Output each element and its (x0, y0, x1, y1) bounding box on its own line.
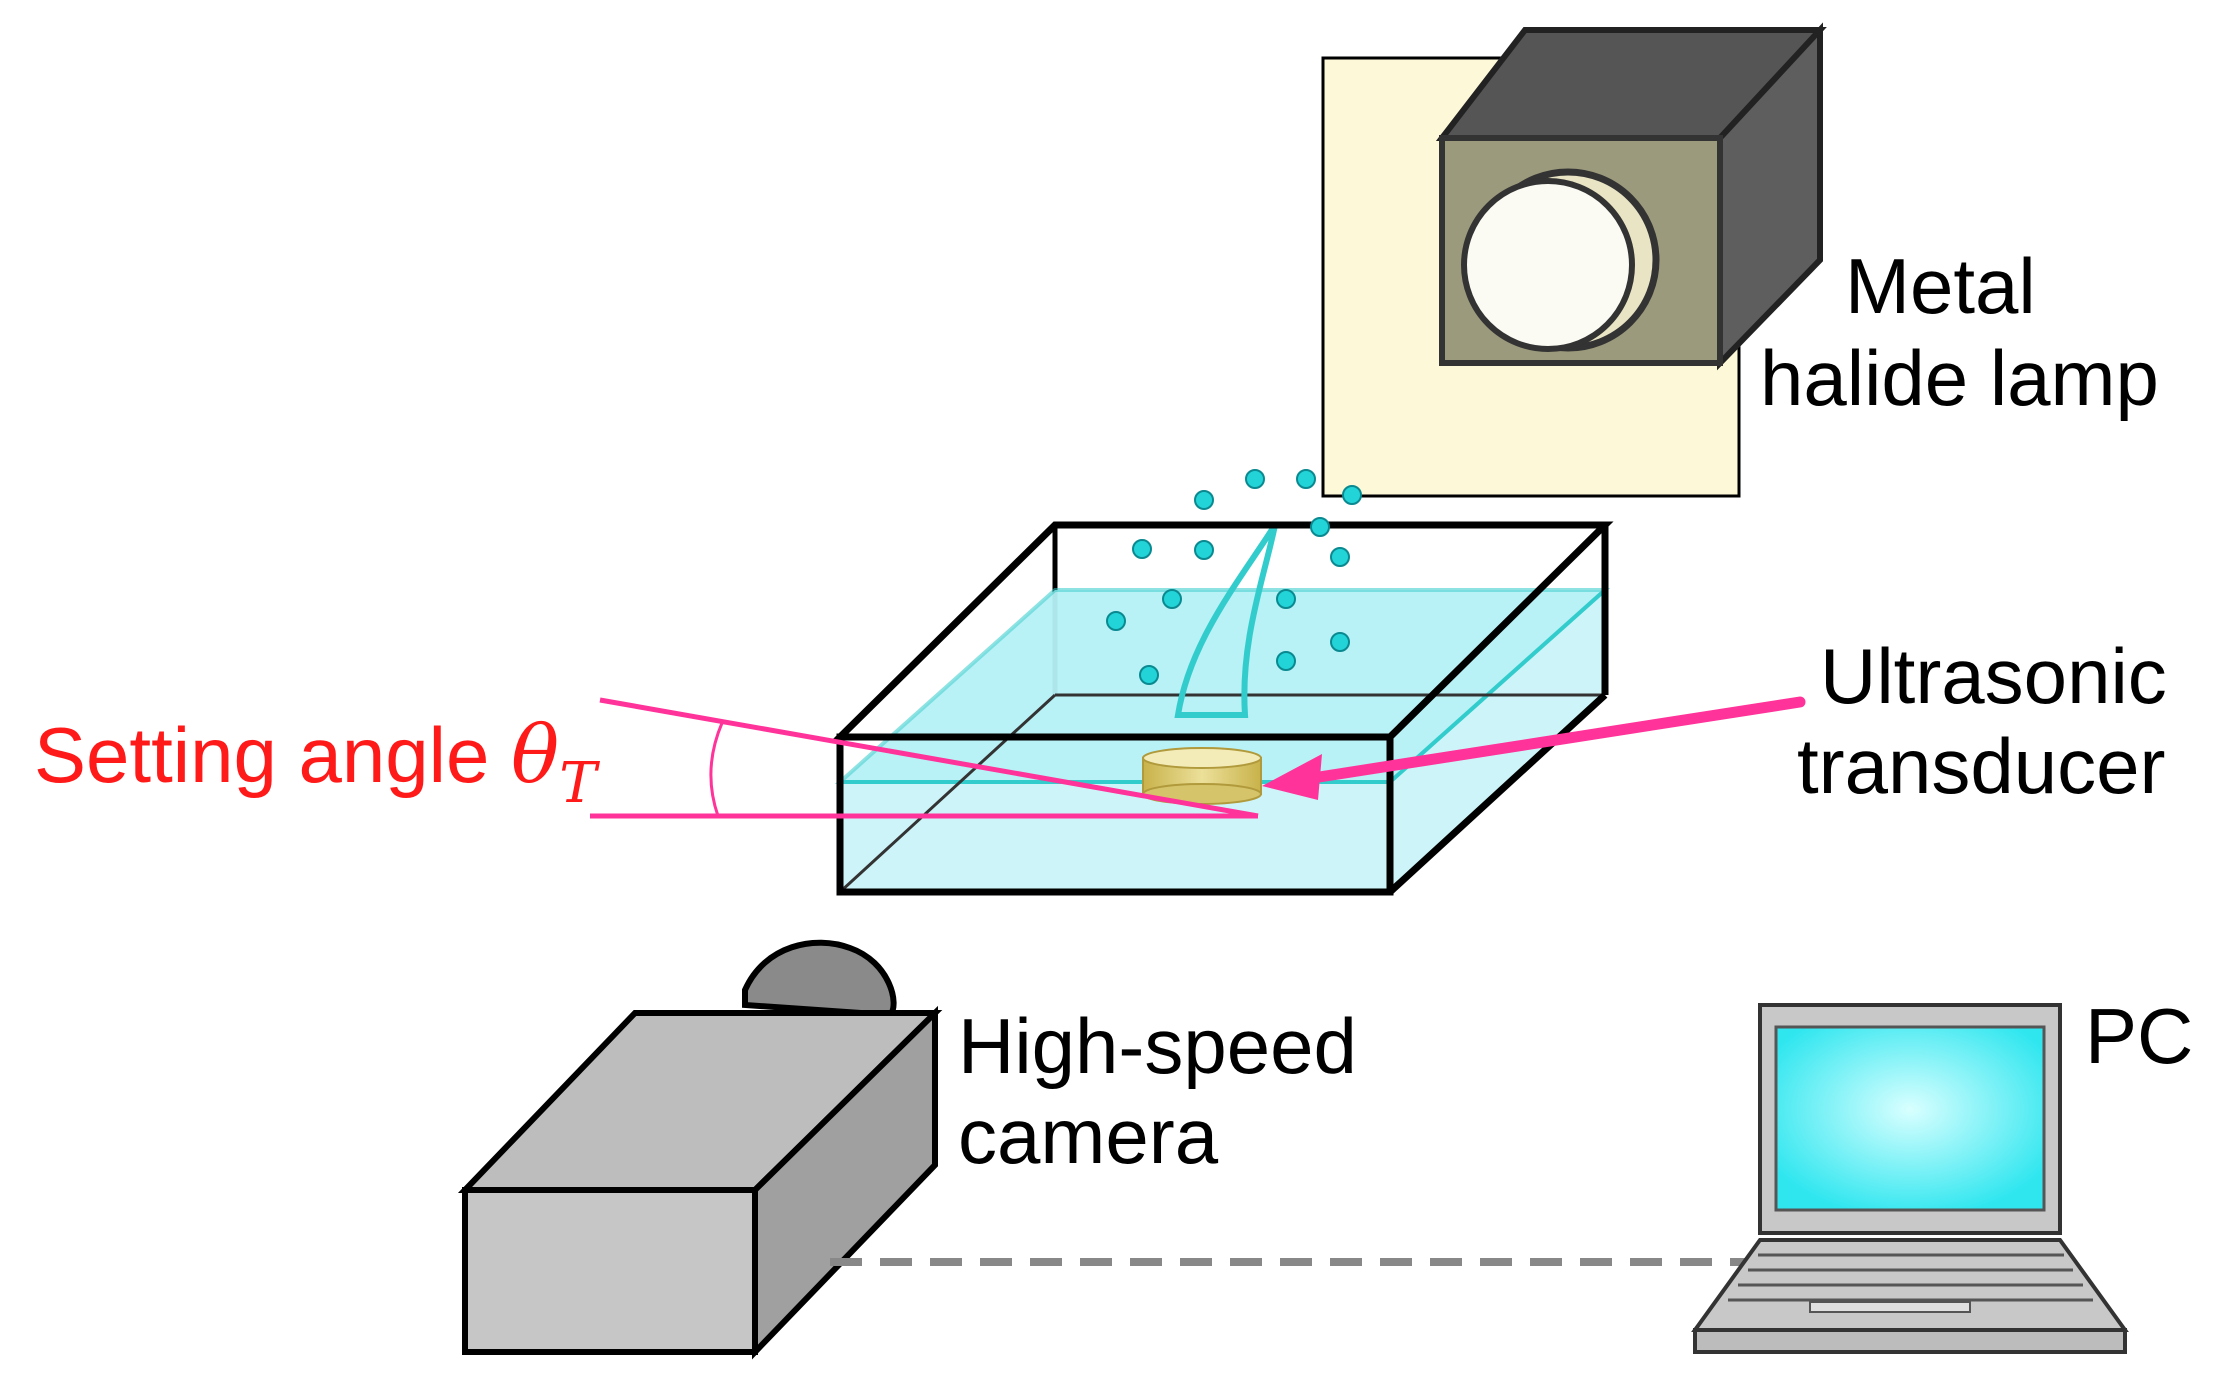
lamp-label-line1: Metal (1845, 242, 2036, 330)
angle-theta-symbol: θ (511, 708, 559, 801)
camera-label-line2: camera (958, 1092, 1219, 1180)
high-speed-camera (457, 939, 943, 1360)
transducer-label-line1: Ultrasonic (1820, 632, 2167, 720)
pc-label: PC (2085, 992, 2193, 1080)
svg-text:Setting angle θT: Setting angle θT (34, 708, 600, 816)
pc-keyboard-keys (1728, 1253, 2093, 1302)
transducer-arrow (1262, 696, 1806, 800)
ultrasonic-transducer (1142, 747, 1262, 805)
metal-halide-lamp (1321, 22, 1827, 498)
pc-trackpad (1809, 1301, 1971, 1313)
lamp-lens (1461, 178, 1635, 352)
angle-subscript: T (559, 751, 600, 816)
lamp-label-line2: halide lamp (1760, 334, 2159, 422)
camera-label-line1: High-speed (958, 1002, 1357, 1090)
water-tank (831, 521, 1614, 896)
pc-screen (1774, 1025, 2046, 1212)
camera-lens (742, 939, 897, 1019)
atomized-droplets (1106, 469, 1362, 685)
pc-base-front (1693, 1328, 2127, 1354)
pc-laptop (1691, 1003, 2129, 1354)
angle-label-text: Setting angle (34, 711, 511, 799)
angle-tilted-line (599, 697, 1259, 819)
camera-body-front (462, 1187, 758, 1355)
setting-angle-indicator (590, 697, 1259, 819)
transducer-label-line2: transducer (1797, 722, 2166, 810)
angle-arc (709, 722, 724, 817)
angle-label: Setting angle θT (34, 708, 600, 816)
